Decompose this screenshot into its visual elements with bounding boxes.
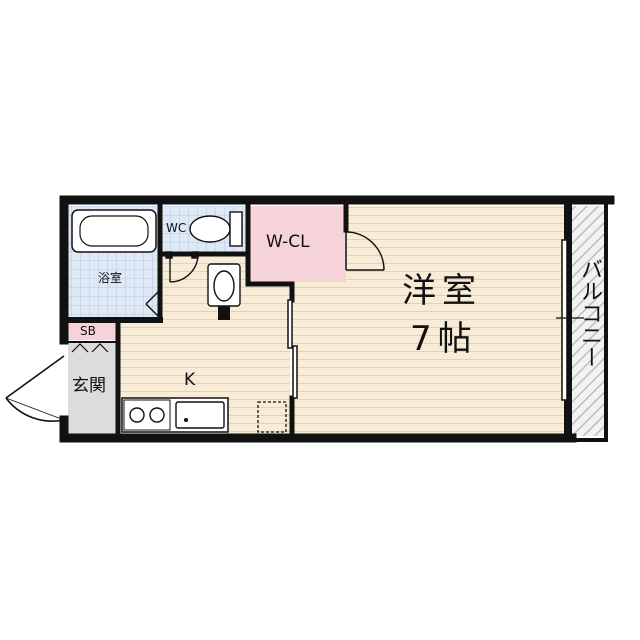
- room-label-entrance: 玄関: [72, 376, 106, 396]
- washbasin-icon: [207, 263, 241, 320]
- sink-icon: [175, 401, 225, 429]
- wcl-floor: [248, 206, 346, 282]
- bath-door: [145, 289, 161, 319]
- wc-door: [165, 251, 199, 283]
- walls: [59, 195, 615, 443]
- bathtub-icon: [71, 209, 157, 253]
- room-label-western-name: 洋室: [402, 271, 482, 311]
- room-label-kitchen: K: [184, 370, 196, 390]
- room-label-bath: 浴室: [98, 271, 123, 285]
- sliding-door: [287, 299, 298, 399]
- room-label-sb: SB: [80, 324, 96, 338]
- kitchen-counter: [121, 397, 229, 433]
- room-label-western-size: 7帖: [410, 319, 478, 359]
- room-label-wcl: W-CL: [266, 232, 310, 252]
- toilet-icon: [189, 211, 243, 247]
- entrance-floor: [68, 342, 116, 434]
- balcony-window: [561, 239, 568, 401]
- refrigerator-space: [257, 401, 287, 433]
- balcony-floor: [572, 206, 604, 436]
- stove-burner-icon: [149, 407, 165, 423]
- room-label-wc: WC: [166, 221, 187, 235]
- stove-burner-icon: [129, 407, 145, 423]
- room-label-balcony: バルコニー: [577, 258, 602, 368]
- sb-floor: [68, 320, 116, 340]
- wcl-door: [345, 231, 385, 271]
- entrance-door: [5, 355, 65, 422]
- shoe-box: [71, 343, 109, 353]
